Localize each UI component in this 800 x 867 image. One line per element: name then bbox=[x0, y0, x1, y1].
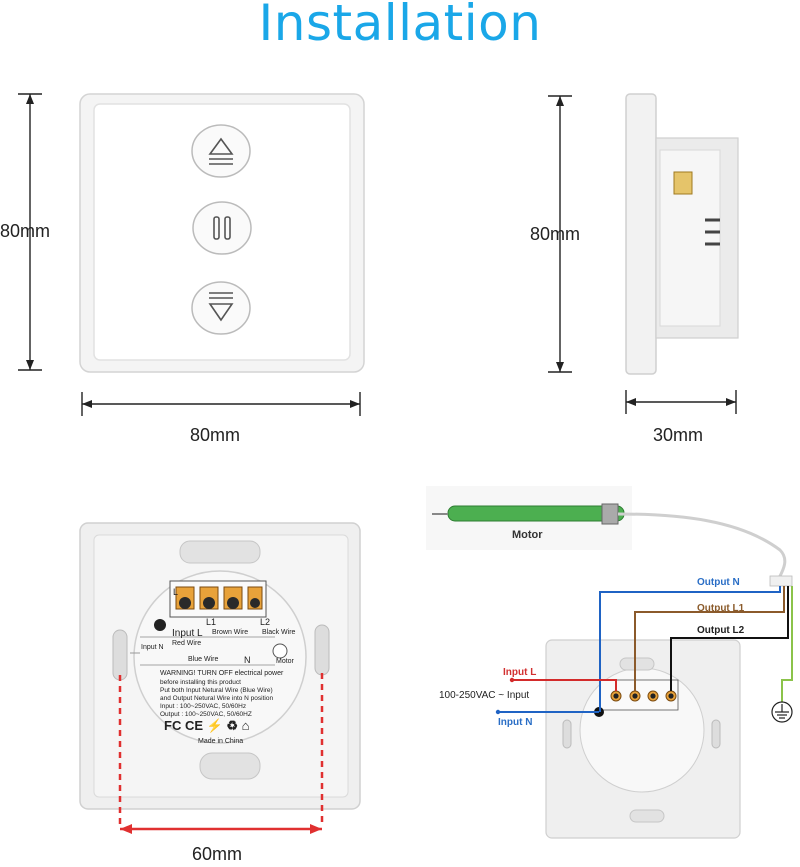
side-view bbox=[548, 93, 739, 414]
back-blue-wire: Blue Wire bbox=[188, 656, 219, 663]
front-view bbox=[18, 93, 365, 416]
back-black-wire: Black Wire bbox=[262, 629, 296, 636]
input-n-label: Input N bbox=[498, 717, 533, 728]
back-made-in: Made in China bbox=[198, 738, 244, 745]
wiring-diagram bbox=[426, 486, 793, 839]
output-l1-label: Output L1 bbox=[697, 603, 745, 614]
back-cert-marks: FC CE ⚡ ♻ ⌂ bbox=[164, 718, 250, 733]
terminal-label-l1: L1 bbox=[206, 617, 217, 627]
back-warning-lines: before installing this product Put both … bbox=[160, 679, 274, 718]
back-n-label: N bbox=[244, 655, 251, 665]
terminal-label-l2: L2 bbox=[260, 617, 271, 627]
terminal-label-l: L bbox=[173, 587, 179, 597]
back-input-n: Input N bbox=[141, 644, 164, 651]
pause-icon bbox=[192, 201, 252, 255]
input-l-label: Input L bbox=[503, 667, 537, 678]
page-title: Installation bbox=[258, 0, 542, 52]
output-n-label: Output N bbox=[697, 577, 740, 588]
back-red-wire: Red Wire bbox=[172, 640, 202, 647]
up-arrow-icon bbox=[191, 124, 251, 178]
hole-spacing-label: 60mm bbox=[192, 844, 243, 864]
back-warning-title: WARNING! TURN OFF electrical power bbox=[160, 670, 284, 677]
output-l2-label: Output L2 bbox=[697, 625, 745, 636]
back-brown-wire: Brown Wire bbox=[212, 629, 249, 636]
back-motor-label: Motor bbox=[276, 658, 294, 665]
side-depth-label: 30mm bbox=[653, 425, 704, 445]
input-voltage-label: 100-250VAC ~ Input bbox=[439, 690, 530, 701]
back-view bbox=[79, 522, 361, 834]
back-input-l: Input L bbox=[172, 628, 203, 639]
down-arrow-icon bbox=[191, 281, 251, 335]
front-width-label: 80mm bbox=[190, 425, 241, 445]
side-height-label: 80mm bbox=[530, 224, 581, 244]
front-height-label: 80mm bbox=[0, 221, 51, 241]
wiring-motor-label: Motor bbox=[512, 529, 543, 541]
